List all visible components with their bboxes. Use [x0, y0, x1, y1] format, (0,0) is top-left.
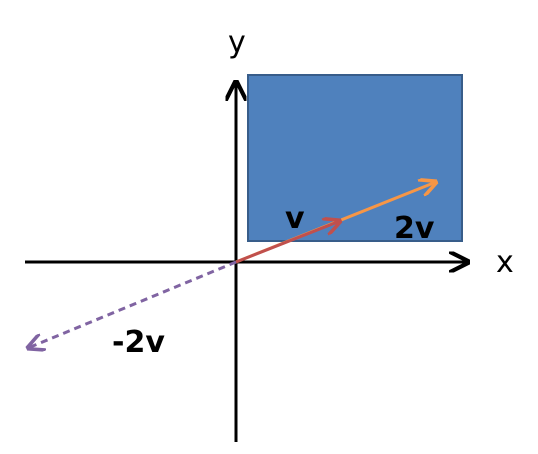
vector-v-label: v [285, 201, 305, 236]
vector-neg-2v-label: -2v [112, 325, 165, 360]
x-axis-label: x [496, 245, 514, 280]
vector-v-arrow [235, 221, 340, 264]
vector-2v-label: 2v [394, 211, 435, 246]
vector-neg-2v-arrow [28, 260, 237, 348]
y-axis-label: y [228, 25, 246, 60]
